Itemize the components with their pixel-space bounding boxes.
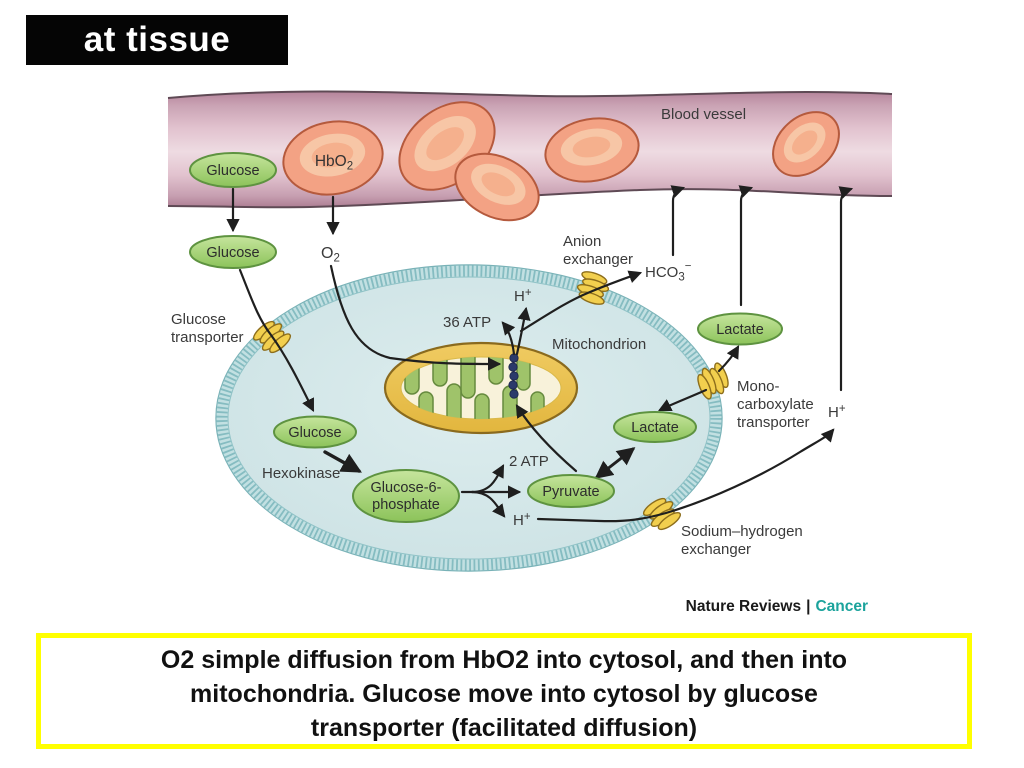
node-glucose-interstitial: Glucose <box>189 235 277 269</box>
arrow-o2-into-mitochondrion <box>329 264 502 371</box>
arrow-through-anion-exchanger <box>519 270 643 333</box>
caption-box: O2 simple diffusion from HbO2 into cytos… <box>36 633 972 749</box>
arrow-to-36atp <box>501 321 516 356</box>
arrow-h-into-vessel <box>838 186 854 392</box>
node-pyruvate-label: Pyruvate <box>542 484 599 500</box>
caption-line-2: mitochondria. Glucose move into cytosol … <box>190 680 818 708</box>
node-lactate-in: Lactate <box>613 411 697 443</box>
arrow-h-through-nhe <box>536 428 835 523</box>
red-blood-cell <box>544 117 640 183</box>
caption-line-3: transporter (facilitated diffusion) <box>310 714 698 742</box>
atp2-label: 2 ATP <box>509 453 549 470</box>
arrow-pyruvate-to-mitochondrion <box>515 404 578 473</box>
page-title: at tissue <box>83 20 231 59</box>
nhe-label-line2: exchanger <box>681 541 751 558</box>
node-glucose-cytosol-label: Glucose <box>288 425 341 441</box>
arrow-mct-to-lactate-in <box>658 388 708 412</box>
mct-label-line1: Mono- <box>737 378 780 395</box>
arrow-pyruvate-lactate <box>594 447 636 479</box>
node-glucose-interstitial-label: Glucose <box>206 245 259 261</box>
red-blood-cells <box>282 101 840 222</box>
node-lactate-in-label: Lactate <box>631 420 679 436</box>
arrow-hexokinase <box>323 450 362 473</box>
node-lactate-out: Lactate <box>697 312 783 346</box>
nhe-label-line1: Sodium–hydrogen <box>681 523 803 540</box>
mitochondrion-label: Mitochondrion <box>552 336 646 353</box>
anion-exchanger-label-line1: Anion <box>563 233 601 250</box>
anion-exchanger-label-line2: exchanger <box>563 251 633 268</box>
electron-transport-beads <box>508 353 519 399</box>
arrow-lactate-into-vessel <box>738 185 754 307</box>
node-pyruvate: Pyruvate <box>527 474 615 508</box>
atp36-label: 36 ATP <box>443 314 491 331</box>
metabolite-nodes: Glucose Glucose Glucose Glucose-6- phosp… <box>189 152 783 523</box>
glucose-transporter-label-line1: Glucose <box>171 311 226 328</box>
hbo2-label: HbO2 <box>315 153 353 173</box>
caption-line-1: O2 simple diffusion from HbO2 into cytos… <box>160 646 848 674</box>
arrow-hco3-into-vessel <box>670 185 686 257</box>
node-g6p-label-line2: phosphate <box>372 497 440 513</box>
node-glucose-vessel: Glucose <box>189 152 277 188</box>
mct-label-line2: carboxylate <box>737 396 814 413</box>
blood-vessel-label: Blood vessel <box>661 106 746 123</box>
h-plus-label-bottom: H+ <box>513 511 531 529</box>
h-plus-label-top: H+ <box>514 287 532 305</box>
arrow-branch-h <box>470 490 506 518</box>
flow-arrows <box>226 185 854 523</box>
hco3-label: HCO3− <box>645 261 692 284</box>
arrow-mct-to-lactate-out <box>717 345 740 373</box>
red-blood-cell <box>772 111 840 177</box>
hexokinase-label: Hexokinase <box>262 465 340 482</box>
h-plus-label-right: H+ <box>828 403 846 421</box>
mct-label-line3: transporter <box>737 414 810 431</box>
figure-credit: Nature Reviews|Cancer <box>686 598 868 615</box>
title-box: at tissue <box>26 15 288 65</box>
red-blood-cell <box>454 152 540 222</box>
arrow-glucose-into-cell <box>238 268 315 412</box>
red-blood-cell <box>282 120 384 196</box>
mitochondrion <box>383 341 579 435</box>
glucose-transporter-label-line2: transporter <box>171 329 244 346</box>
node-glucose-vessel-label: Glucose <box>206 163 259 179</box>
node-g6p-label-line1: Glucose-6- <box>371 480 442 496</box>
o2-label: O2 <box>321 245 340 265</box>
arrow-to-h-top <box>515 306 531 356</box>
node-glucose-cytosol: Glucose <box>273 415 357 449</box>
node-lactate-out-label: Lactate <box>716 322 764 338</box>
node-glucose-6-phosphate: Glucose-6- phosphate <box>352 469 460 523</box>
